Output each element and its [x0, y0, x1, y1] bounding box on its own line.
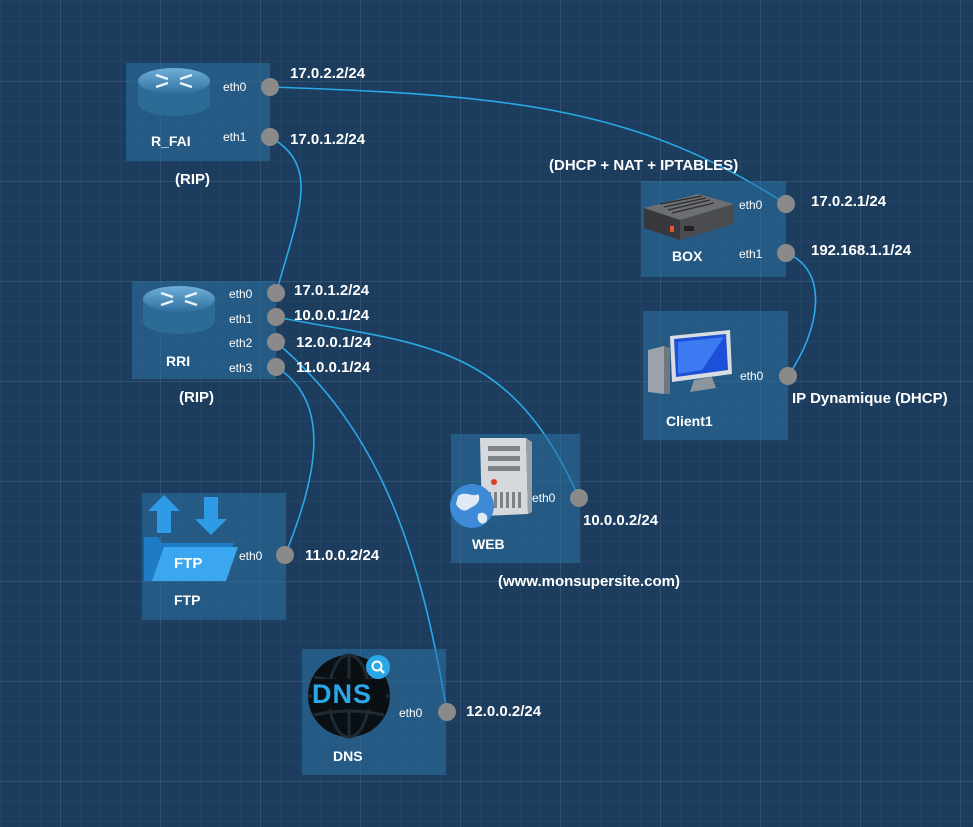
router-icon [143, 286, 215, 334]
client1-eth0-label: eth0 [740, 369, 764, 383]
ftp-folder-icon [144, 495, 238, 581]
dns-label: DNS [333, 748, 363, 764]
link-rfai-eth0-box-eth0[interactable] [269, 86, 787, 205]
box-eth0-ip: 17.0.2.1/24 [811, 193, 887, 210]
rri-eth0-ip: 17.0.1.2/24 [294, 282, 370, 299]
r-fai-eth0-label: eth0 [223, 80, 247, 94]
client1-label: Client1 [666, 413, 713, 429]
ftp-eth0-ip: 11.0.0.2/24 [305, 547, 380, 564]
link-rri-eth3-ftp-eth0[interactable] [275, 366, 315, 556]
link-rfai-eth1-rri-eth0[interactable] [269, 136, 302, 294]
rri-eth3-ip: 11.0.0.1/24 [296, 359, 371, 376]
ftp-icon-text: FTP [174, 555, 203, 572]
web-server-icon [450, 438, 532, 528]
dns-globe-icon [308, 653, 390, 739]
r-fai-label: R_FAI [151, 133, 191, 149]
dns-eth0-port[interactable] [438, 703, 456, 721]
dns-eth0-label: eth0 [399, 706, 423, 720]
rri-eth1-ip: 10.0.0.1/24 [294, 307, 370, 324]
r-fai-eth0-ip: 17.0.2.2/24 [290, 65, 366, 82]
box-note: (DHCP + NAT + IPTABLES) [549, 157, 739, 174]
ftp-label: FTP [174, 592, 201, 608]
rri-eth1-port[interactable] [267, 308, 285, 326]
r-fai-eth1-ip: 17.0.1.2/24 [290, 131, 366, 148]
rri-eth2-label: eth2 [229, 336, 253, 350]
client1-eth0-port[interactable] [779, 367, 797, 385]
r-fai-eth0-port[interactable] [261, 78, 279, 96]
rri-label: RRI [166, 353, 191, 369]
ftp-eth0-label: eth0 [239, 549, 263, 563]
web-eth0-ip: 10.0.0.2/24 [583, 512, 659, 529]
r-fai-eth1-label: eth1 [223, 130, 247, 144]
r-fai-note: (RIP) [175, 171, 210, 188]
link-rri-eth2-dns-eth0[interactable] [275, 341, 448, 713]
rri-eth3-label: eth3 [229, 361, 253, 375]
desktop-computer-icon [648, 330, 732, 394]
rri-eth1-label: eth1 [229, 312, 253, 326]
client1-eth0-ip: IP Dynamique (DHCP) [792, 390, 948, 407]
rri-eth2-ip: 12.0.0.1/24 [296, 334, 372, 351]
rri-eth0-label: eth0 [229, 287, 253, 301]
box-eth1-label: eth1 [739, 247, 763, 261]
rri-eth2-port[interactable] [267, 333, 285, 351]
box-eth1-port[interactable] [777, 244, 795, 262]
rri-note: (RIP) [179, 389, 214, 406]
web-note: (www.monsupersite.com) [498, 573, 680, 590]
link-box-eth1-client1-eth0[interactable] [785, 252, 817, 377]
box-eth0-label: eth0 [739, 198, 763, 212]
box-eth0-port[interactable] [777, 195, 795, 213]
web-label: WEB [472, 536, 505, 552]
web-eth0-label: eth0 [532, 491, 556, 505]
rri-eth0-port[interactable] [267, 284, 285, 302]
box-device-icon [644, 194, 734, 240]
box-eth1-ip: 192.168.1.1/24 [811, 242, 912, 259]
dns-icon-text: DNS [312, 679, 373, 709]
router-icon [138, 68, 210, 116]
rri-eth3-port[interactable] [267, 358, 285, 376]
box-label: BOX [672, 248, 703, 264]
r-fai-eth1-port[interactable] [261, 128, 279, 146]
dns-eth0-ip: 12.0.0.2/24 [466, 703, 542, 720]
ftp-eth0-port[interactable] [276, 546, 294, 564]
web-eth0-port[interactable] [570, 489, 588, 507]
